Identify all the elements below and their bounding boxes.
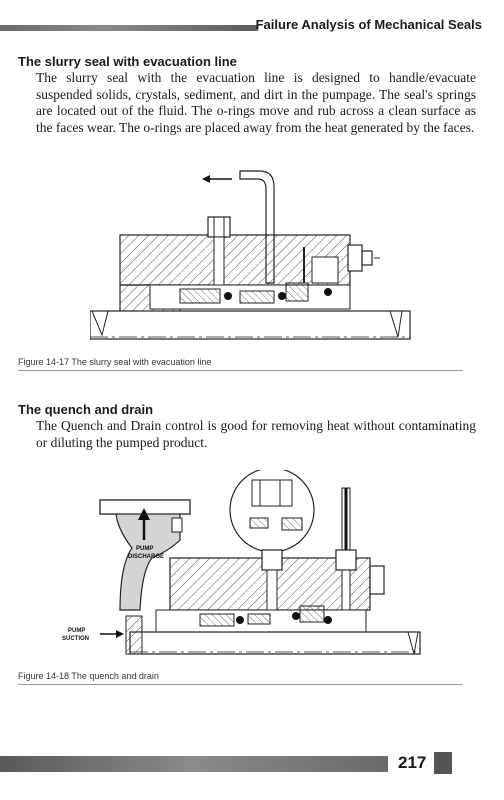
label-pump-suction-2: SUCTION — [62, 636, 89, 642]
figure-caption-14-17: Figure 14-17 The slurry seal with evacua… — [18, 357, 212, 367]
header-rule — [0, 25, 258, 31]
running-header: Failure Analysis of Mechanical Seals — [0, 14, 504, 34]
label-pump-suction-1: PUMP — [68, 628, 85, 634]
paragraph-slurry-seal: The slurry seal with the evacuation line… — [36, 70, 476, 135]
label-pump-discharge-1: PUMP — [136, 546, 153, 552]
footer-block — [434, 752, 452, 774]
section-heading-slurry-seal: The slurry seal with evacuation line — [18, 54, 237, 69]
section-heading-quench-drain: The quench and drain — [18, 402, 154, 417]
page-number: 217 — [398, 753, 427, 772]
caption-rule — [18, 684, 463, 685]
figure-slurry-seal-diagram — [90, 170, 411, 340]
page-footer: 217 — [0, 752, 504, 774]
figure-caption-14-18: Figure 14-18 The quench and drain — [18, 671, 159, 681]
footer-rule — [0, 756, 388, 772]
paragraph-quench-drain: The Quench and Drain control is good for… — [36, 418, 476, 450]
figure-quench-drain-diagram: PUMP DISCHARGE PUMP SUCTION — [62, 470, 421, 655]
label-pump-discharge-2: DISCHARGE — [128, 554, 164, 560]
header-title: Failure Analysis of Mechanical Seals — [255, 17, 482, 32]
caption-rule — [18, 370, 463, 371]
